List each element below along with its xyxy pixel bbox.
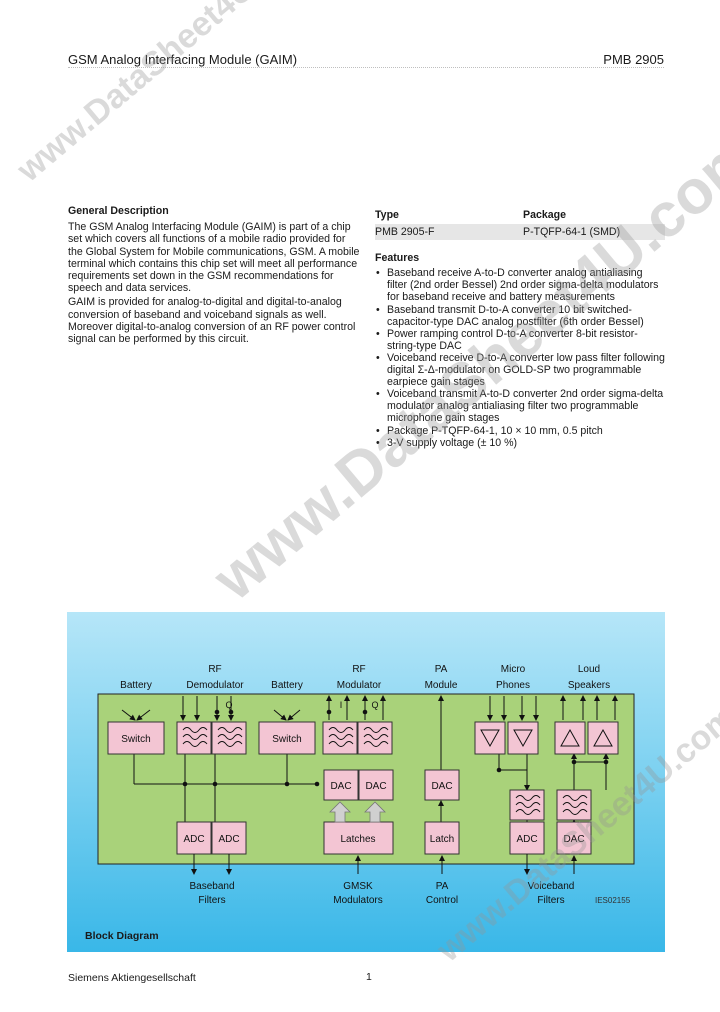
adc-label-2: ADC <box>218 834 239 845</box>
block-diagram: Battery RF Demodulator Battery RF Modula… <box>67 612 665 952</box>
switch-label-1: Switch <box>121 734 150 745</box>
document-title: GSM Analog Interfacing Module (GAIM) <box>68 52 298 67</box>
amp-mic-2 <box>507 721 539 755</box>
latches-label: Latches <box>340 834 375 845</box>
switch-block-2 <box>258 721 316 755</box>
label-voiceband-2: Filters <box>537 895 564 906</box>
switch-label-2: Switch <box>272 734 301 745</box>
dac-block-q <box>358 769 394 801</box>
latch-label: Latch <box>430 834 454 845</box>
label-micro-1: Micro <box>501 664 526 675</box>
type-table-header: Type Package <box>375 209 665 221</box>
feature-item: Voiceband receive D-to-A converter low p… <box>375 352 665 388</box>
dac-label-i: DAC <box>330 781 351 792</box>
feature-item: Baseband transmit D-to-A converter 10 bi… <box>375 304 665 328</box>
label-rf-mod-1: RF <box>352 664 365 675</box>
dac-block-voice <box>556 821 592 855</box>
feature-item: 3-V supply voltage (± 10 %) <box>375 437 665 449</box>
label-rf-demod-1: RF <box>208 664 221 675</box>
label-pa-control-1: PA <box>436 881 449 892</box>
type-cell: PMB 2905-F <box>375 226 435 239</box>
filter-mod-i <box>322 721 358 755</box>
feature-item: Baseband receive A-to-D converter analog… <box>375 267 665 303</box>
label-gmsk-1: GMSK <box>343 881 373 892</box>
dac-label-voice: DAC <box>563 834 584 845</box>
package-column-header: Package <box>523 209 566 221</box>
adc-block-voice <box>509 821 545 855</box>
filter-voice-rx <box>556 789 592 821</box>
label-gmsk-2: Modulators <box>333 895 382 906</box>
label-baseband-2: Filters <box>198 895 225 906</box>
dac-block-pa <box>424 769 460 801</box>
label-q-mod: Q <box>371 700 378 710</box>
adc-label-1: ADC <box>183 834 204 845</box>
block-diagram-caption: Block Diagram <box>85 930 159 942</box>
description-paragraph-2: GAIM is provided for analog-to-digital a… <box>68 296 356 346</box>
label-loud-1: Loud <box>578 664 600 675</box>
label-baseband-1: Baseband <box>189 881 234 892</box>
table-row: PMB 2905-F P-TQFP-64-1 (SMD) <box>375 224 665 241</box>
dac-block-i <box>323 769 359 801</box>
label-pa-1: PA <box>435 664 448 675</box>
adc-label-voice: ADC <box>516 834 537 845</box>
general-description: General Description The GSM Analog Inter… <box>68 205 360 347</box>
amp-speaker-2 <box>587 721 619 755</box>
label-rf-demod-2: Demodulator <box>186 680 244 691</box>
label-micro-2: Phones <box>496 680 530 691</box>
label-rf-mod-2: Modulator <box>337 680 382 691</box>
filter-demod-i <box>176 721 212 755</box>
feature-item: Power ramping control D-to-A converter 8… <box>375 328 665 352</box>
type-column-header: Type <box>375 209 399 221</box>
switch-block-1 <box>107 721 165 755</box>
filter-demod-q <box>211 721 247 755</box>
description-paragraph-1: The GSM Analog Interfacing Module (GAIM)… <box>68 221 360 295</box>
footer-company: Siemens Aktiengesellschaft <box>68 972 196 984</box>
latch-block <box>424 821 460 855</box>
label-loud-2: Speakers <box>568 680 610 691</box>
amp-mic-1 <box>474 721 506 755</box>
dac-label-q: DAC <box>365 781 386 792</box>
label-battery-1: Battery <box>120 680 152 691</box>
block-diagram-svg: Battery RF Demodulator Battery RF Modula… <box>97 664 635 906</box>
feature-item: Voiceband transmit A-to-D converter 2nd … <box>375 388 665 424</box>
part-number: PMB 2905 <box>603 52 664 67</box>
figure-id: IES02155 <box>595 896 631 905</box>
feature-item: Package P-TQFP-64-1, 10 × 10 mm, 0.5 pit… <box>375 425 665 437</box>
header-rule <box>68 67 664 68</box>
adc-block-1 <box>176 821 212 855</box>
right-column: Type Package PMB 2905-F P-TQFP-64-1 (SMD… <box>375 209 665 449</box>
label-pa-2: Module <box>425 680 458 691</box>
amp-speaker-1 <box>554 721 586 755</box>
dac-label-pa: DAC <box>431 781 452 792</box>
filter-voice-tx <box>509 789 545 821</box>
label-pa-control-2: Control <box>426 895 458 906</box>
label-q-demod: Q <box>225 700 232 710</box>
label-battery-2: Battery <box>271 680 303 691</box>
package-cell: P-TQFP-64-1 (SMD) <box>523 226 621 239</box>
features-heading: Features <box>375 252 420 265</box>
label-voiceband-1: Voiceband <box>528 881 575 892</box>
latches-block <box>323 821 394 855</box>
general-description-heading: General Description <box>68 205 169 217</box>
filter-mod-q <box>357 721 393 755</box>
label-i-mod: I <box>340 700 343 710</box>
page-number: 1 <box>366 971 372 983</box>
watermark-small-top: www.DataSheet4U.com <box>10 0 323 190</box>
features-list: Baseband receive A-to-D converter analog… <box>375 267 665 449</box>
